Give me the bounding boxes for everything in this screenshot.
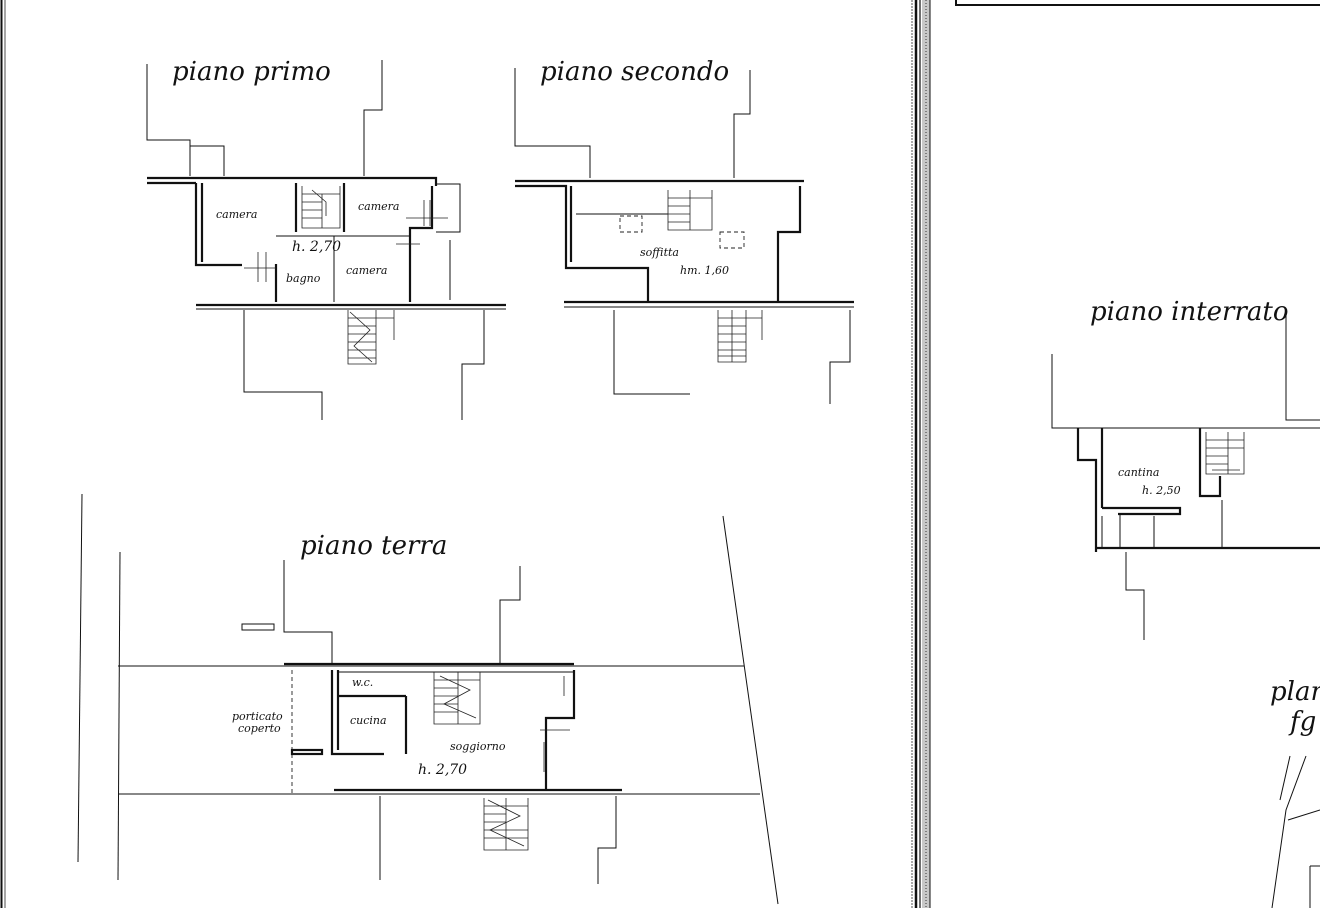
stairs-primo-ext	[347, 310, 395, 365]
planimetria-partial: plan fg	[1270, 677, 1320, 908]
plan-piano-interrato: piano interrato cantina h. 2,50	[1051, 297, 1320, 640]
room-camera-right: camera	[358, 200, 399, 213]
stairs-secondo	[667, 190, 713, 231]
stairs-terra	[433, 672, 481, 725]
room-soggiorno: soggiorno	[450, 740, 506, 753]
plan-piano-primo: piano primo	[146, 57, 506, 420]
plan-title-terra: piano terra	[300, 531, 447, 561]
height-interrato: h. 2,50	[1142, 484, 1181, 497]
room-soffitta: soffitta	[640, 246, 679, 259]
room-coperto: coperto	[238, 722, 281, 735]
planimetria-title: plan	[1270, 677, 1320, 707]
plan-title-primo: piano primo	[172, 57, 331, 87]
room-bagno: bagno	[286, 272, 321, 285]
height-primo: h. 2,70	[292, 239, 341, 255]
height-secondo: hm. 1,60	[680, 264, 729, 277]
plan-piano-terra: piano terra	[77, 493, 779, 905]
stairs-secondo-ext	[717, 310, 763, 363]
plan-title-secondo: piano secondo	[540, 57, 729, 87]
room-cucina: cucina	[350, 714, 387, 727]
plan-piano-secondo: piano secondo	[514, 57, 854, 404]
plan-title-interrato: piano interrato	[1090, 297, 1288, 327]
stairs-terra-ext	[483, 798, 529, 851]
room-camera-left: camera	[216, 208, 257, 221]
room-porticato: porticato	[232, 710, 283, 723]
room-camera-bottom: camera	[346, 264, 387, 277]
room-wc: w.c.	[352, 676, 373, 689]
stairs-primo	[301, 186, 341, 229]
room-cantina: cantina	[1118, 466, 1159, 479]
stairs-interrato	[1205, 432, 1245, 475]
planimetria-sub: fg	[1288, 707, 1316, 737]
height-terra: h. 2,70	[418, 762, 467, 778]
